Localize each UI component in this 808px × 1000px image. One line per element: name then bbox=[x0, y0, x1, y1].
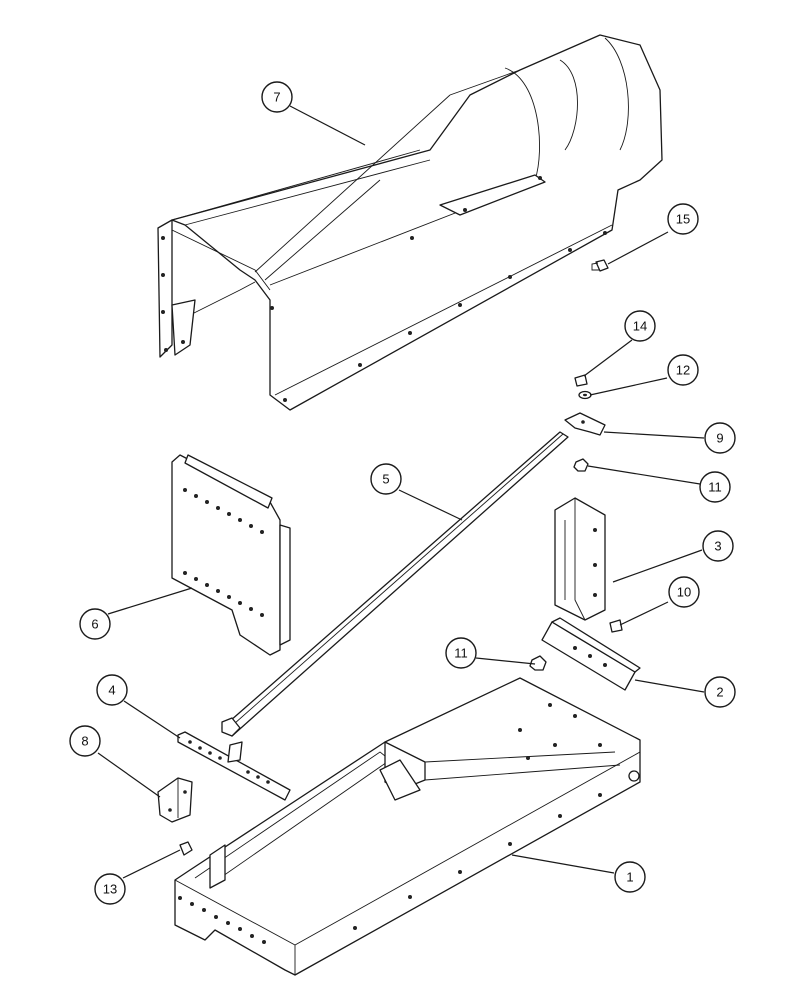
leader-11a bbox=[587, 465, 701, 485]
callout-label: 6 bbox=[91, 617, 98, 632]
callout-label: 14 bbox=[633, 319, 647, 334]
leader-9 bbox=[603, 431, 705, 439]
callout-label: 5 bbox=[382, 472, 389, 487]
part-4-flatbar bbox=[177, 731, 291, 801]
callout-label: 7 bbox=[273, 90, 280, 105]
callout-3: 3 bbox=[702, 530, 734, 562]
leader-2 bbox=[634, 679, 705, 693]
part-7-cover bbox=[157, 34, 663, 411]
callout-label: 4 bbox=[108, 683, 115, 698]
leader-6 bbox=[107, 587, 193, 615]
callout-13: 13 bbox=[94, 873, 126, 905]
leader-13 bbox=[122, 849, 181, 879]
leader-12 bbox=[589, 377, 668, 396]
callout-label: 13 bbox=[103, 882, 117, 897]
callout-label: 3 bbox=[714, 539, 721, 554]
callout-9: 9 bbox=[704, 422, 736, 454]
leader-1 bbox=[511, 854, 615, 874]
callouts: 7 15 14 12 9 11 5 3 bbox=[69, 81, 736, 905]
callout-label: 11 bbox=[708, 480, 722, 495]
callout-14: 14 bbox=[624, 310, 656, 342]
callout-5: 5 bbox=[370, 463, 402, 495]
callout-4: 4 bbox=[96, 674, 128, 706]
callout-15: 15 bbox=[667, 203, 699, 235]
hardware bbox=[179, 259, 623, 856]
callout-6: 6 bbox=[79, 608, 111, 640]
part-9-plate bbox=[564, 412, 606, 436]
callout-label: 10 bbox=[677, 585, 691, 600]
part-3-channel bbox=[554, 497, 606, 621]
leader-3 bbox=[612, 549, 703, 583]
callout-10: 10 bbox=[668, 576, 700, 608]
callout-label: 11 bbox=[454, 646, 468, 661]
callout-8: 8 bbox=[69, 725, 101, 757]
leader-5 bbox=[398, 489, 463, 521]
leader-10 bbox=[619, 601, 669, 626]
leader-14 bbox=[583, 339, 633, 377]
callout-label: 9 bbox=[716, 431, 723, 446]
callout-label: 8 bbox=[81, 734, 88, 749]
leader-7 bbox=[289, 105, 366, 146]
callout-12: 12 bbox=[667, 354, 699, 386]
leader-15 bbox=[607, 231, 669, 265]
callout-2: 2 bbox=[704, 676, 736, 708]
callout-label: 12 bbox=[676, 363, 690, 378]
part-2-bracket bbox=[541, 617, 641, 691]
part-1-base bbox=[174, 677, 641, 976]
panel-holes-bottom bbox=[183, 571, 264, 617]
leader-4 bbox=[123, 700, 181, 739]
leader-lines bbox=[97, 105, 705, 879]
base-holes bbox=[178, 703, 602, 944]
part-6-panel bbox=[171, 454, 291, 656]
part-8-angle bbox=[157, 777, 193, 823]
callout-7: 7 bbox=[261, 81, 293, 113]
leader-8 bbox=[97, 752, 161, 798]
part-5-rod bbox=[221, 431, 569, 737]
callout-label: 2 bbox=[716, 685, 723, 700]
callout-11-lower: 11 bbox=[445, 637, 477, 669]
callout-11-upper: 11 bbox=[699, 471, 731, 503]
callout-label: 1 bbox=[626, 870, 633, 885]
panel-holes-top bbox=[183, 488, 264, 534]
leader-11b bbox=[475, 657, 536, 665]
callout-label: 15 bbox=[676, 212, 690, 227]
callout-1: 1 bbox=[614, 861, 646, 893]
